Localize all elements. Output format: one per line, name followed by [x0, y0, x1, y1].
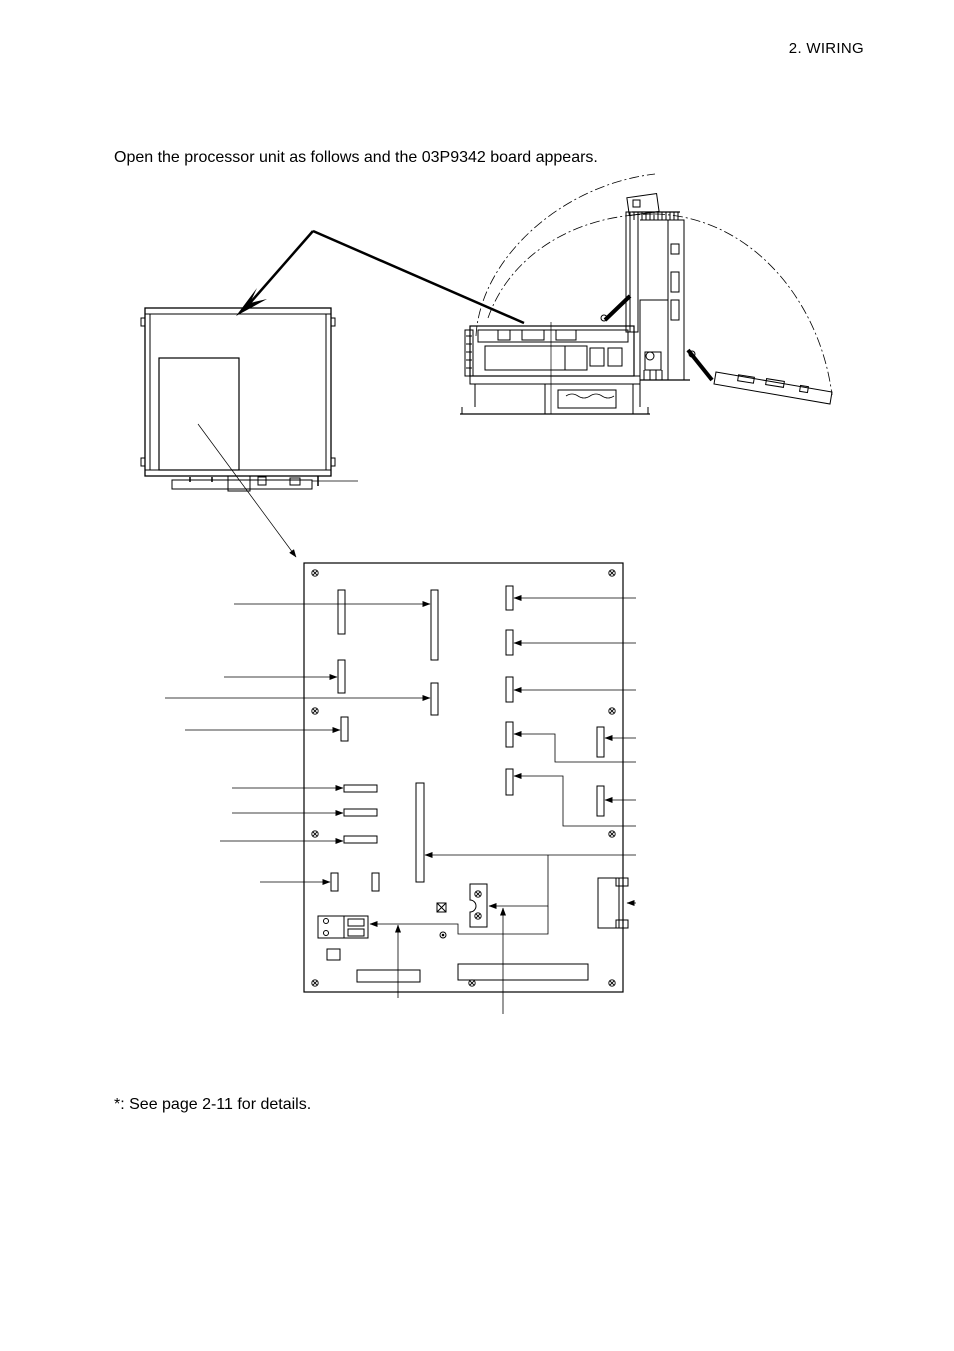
- footnote: *: See page 2-11 for details.: [114, 1096, 312, 1113]
- left-callout-leaders: [165, 601, 431, 885]
- board-leader-line: [197, 423, 297, 558]
- bottom-callout-leaders: [395, 907, 506, 1014]
- board-03p9342: [303, 562, 629, 993]
- section-header: 2. WIRING: [788, 40, 864, 57]
- processor-unit-front-view: [140, 307, 358, 492]
- view-arrow: [312, 229, 525, 325]
- processor-unit-side-view: [460, 173, 833, 415]
- right-callout-leaders: [369, 595, 636, 935]
- intro-text: Open the processor unit as follows and t…: [114, 149, 598, 166]
